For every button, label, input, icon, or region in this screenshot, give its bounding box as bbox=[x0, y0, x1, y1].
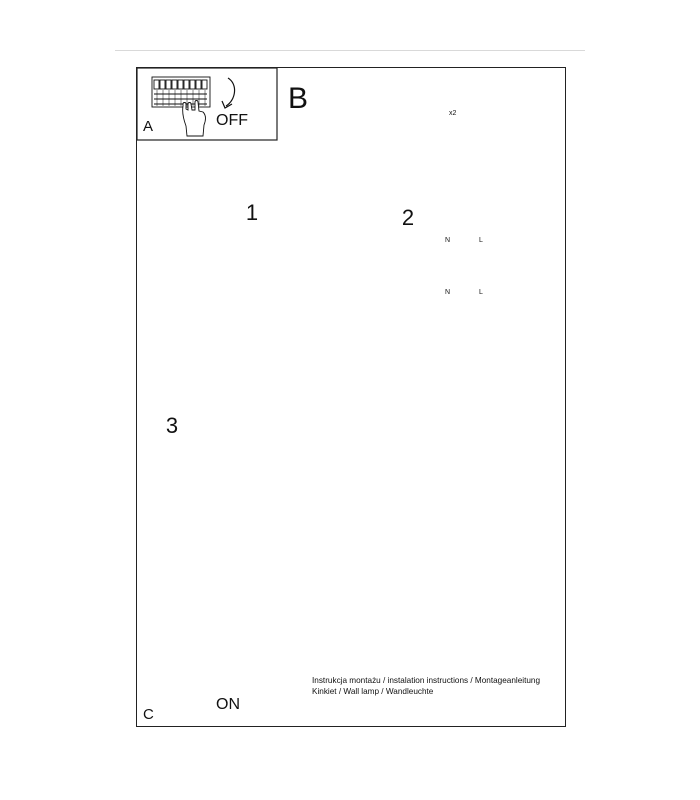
instruction-sheet-frame bbox=[136, 67, 566, 727]
neutral-top-label: N bbox=[445, 237, 451, 244]
caption-line-2: Kinkiet / Wall lamp / Wandleuchte bbox=[312, 687, 434, 696]
caption-line-1: Instrukcja montażu / instalation instruc… bbox=[312, 676, 541, 685]
live-top-label: L bbox=[479, 237, 483, 244]
on-label: ON bbox=[216, 696, 240, 713]
step-3-number: 3 bbox=[165, 413, 179, 438]
breaker-switch-off-icon bbox=[151, 76, 236, 137]
panel-b-letter: B bbox=[288, 82, 309, 115]
screw-count-label: x2 bbox=[449, 110, 457, 117]
panel-c-letter: C bbox=[143, 706, 154, 723]
step-2-number: 2 bbox=[401, 205, 415, 230]
panel-a bbox=[136, 67, 278, 141]
top-divider bbox=[115, 50, 585, 51]
step-1-number: 1 bbox=[245, 200, 259, 225]
off-label: OFF bbox=[216, 112, 248, 129]
neutral-bottom-label: N bbox=[445, 289, 451, 296]
panel-a-letter: A bbox=[143, 118, 154, 135]
live-bottom-label: L bbox=[479, 289, 483, 296]
